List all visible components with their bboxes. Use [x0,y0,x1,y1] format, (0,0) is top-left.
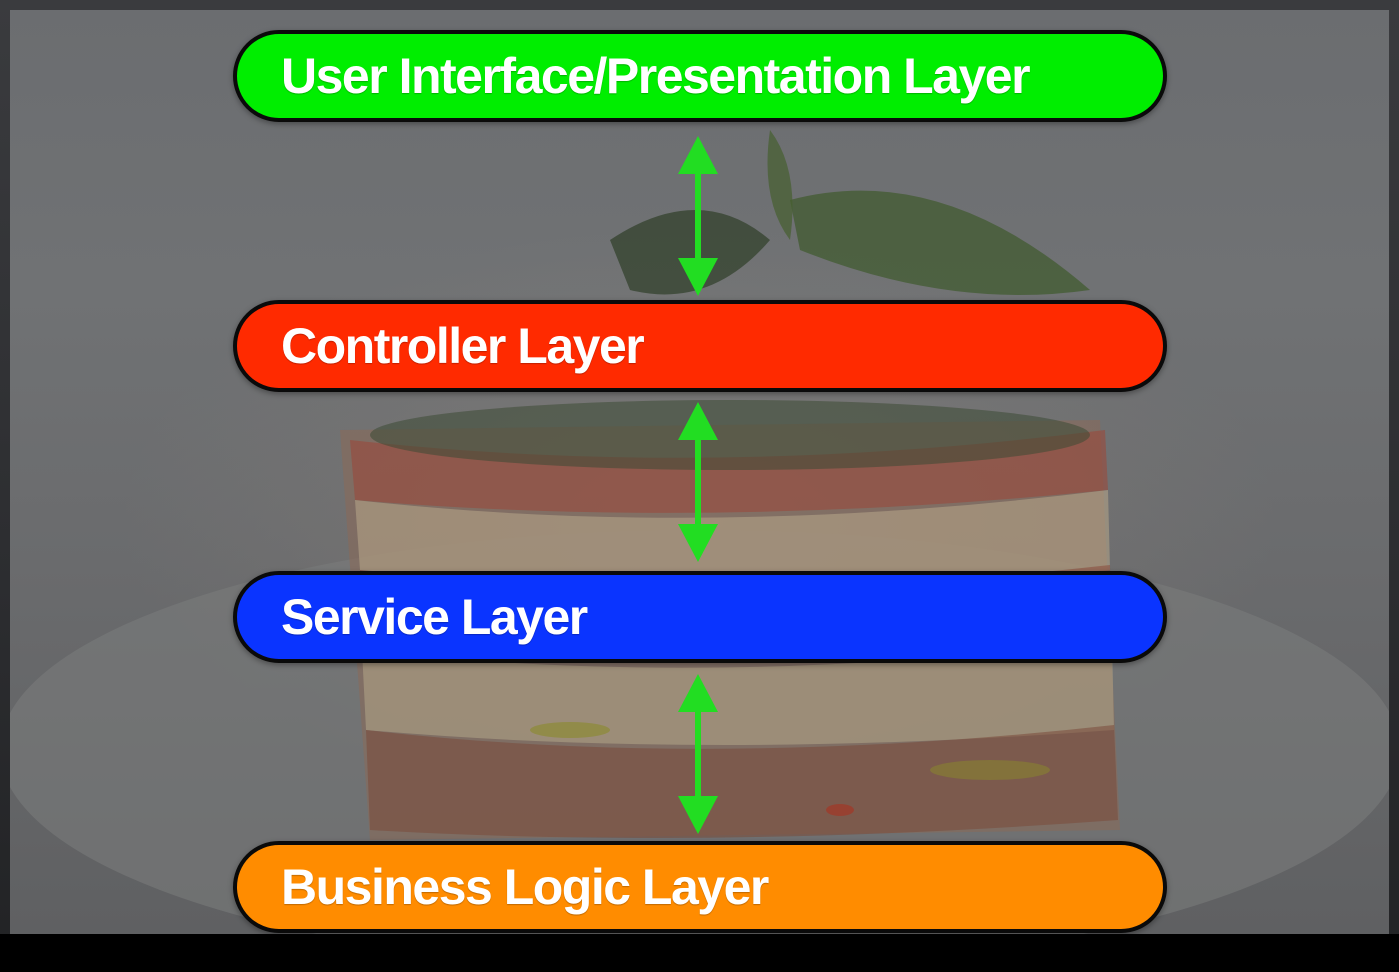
layer-label: User Interface/Presentation Layer [281,48,1031,104]
layer-ui-presentation: User Interface/Presentation Layer [233,30,1167,122]
layer-service: Service Layer [233,571,1167,663]
layer-business-logic: Business Logic Layer [233,841,1167,933]
bottom-bar [0,934,1399,972]
layer-controller: Controller Layer [233,300,1167,392]
bidirectional-arrow-icon [672,672,724,836]
bidirectional-arrow-icon [672,134,724,298]
layer-label: Controller Layer [281,318,645,374]
layer-label: Service Layer [281,589,588,645]
bidirectional-arrow-icon [672,400,724,564]
layer-label: Business Logic Layer [281,859,769,915]
